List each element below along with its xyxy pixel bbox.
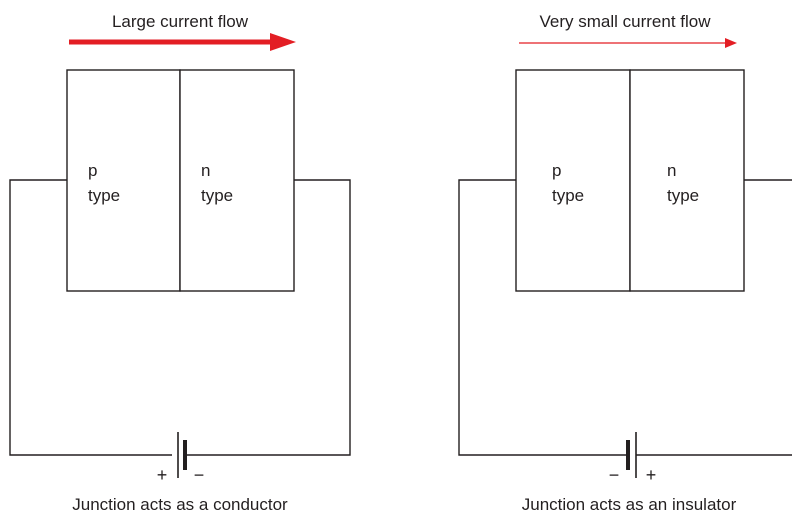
right-p-type-label: type bbox=[552, 186, 584, 205]
right-n-type-region bbox=[629, 69, 745, 292]
right-panel: Very small current flow p type n type − … bbox=[458, 12, 792, 514]
left-p-type-region bbox=[66, 69, 181, 292]
right-n-type-label: type bbox=[667, 186, 699, 205]
right-battery-minus-sign: − bbox=[609, 465, 620, 485]
right-circuit-wire bbox=[458, 179, 792, 456]
left-panel: Large current flow p type n type + − Jun… bbox=[9, 12, 351, 514]
right-flow-label: Very small current flow bbox=[540, 12, 712, 31]
left-n-type-region bbox=[179, 69, 295, 292]
left-battery-plus-sign: + bbox=[157, 465, 168, 485]
left-current-arrow bbox=[69, 33, 296, 51]
right-caption: Junction acts as an insulator bbox=[522, 495, 737, 514]
left-p-type-label: type bbox=[88, 186, 120, 205]
right-n-label: n bbox=[667, 161, 676, 180]
right-battery bbox=[626, 432, 637, 478]
right-p-type-region bbox=[515, 69, 631, 292]
left-battery-minus-sign: − bbox=[194, 465, 205, 485]
left-circuit-wire bbox=[9, 179, 351, 456]
left-n-type-label: type bbox=[201, 186, 233, 205]
right-p-label: p bbox=[552, 161, 561, 180]
left-p-label: p bbox=[88, 161, 97, 180]
right-current-arrow bbox=[519, 38, 737, 48]
left-battery bbox=[177, 432, 187, 478]
right-battery-plus-sign: + bbox=[646, 465, 657, 485]
left-flow-label: Large current flow bbox=[112, 12, 249, 31]
left-caption: Junction acts as a conductor bbox=[72, 495, 288, 514]
left-n-label: n bbox=[201, 161, 210, 180]
